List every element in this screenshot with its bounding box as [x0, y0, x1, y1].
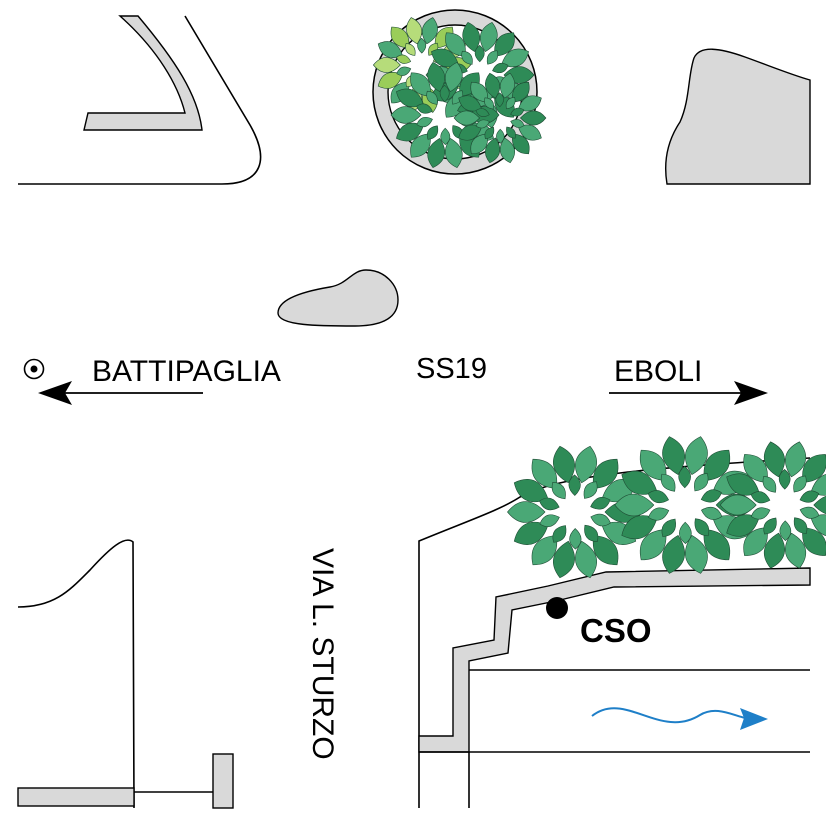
bottom-left-block — [17, 539, 234, 809]
top-left-block — [18, 15, 262, 185]
tree-icon — [614, 436, 756, 574]
block-trees — [507, 436, 826, 579]
roundabout-trees — [373, 17, 547, 169]
island-top-right — [664, 48, 811, 185]
roundabout — [372, 9, 547, 175]
arrow-right-icon — [609, 381, 768, 405]
label-battipaglia: BATTIPAGLIA — [92, 355, 281, 388]
island-center — [277, 269, 399, 327]
tree-icon — [719, 441, 826, 569]
point-marker-icon — [546, 597, 568, 619]
label-via-sturzo: VIA L. STURZO — [306, 548, 339, 760]
label-eboli: EBOLI — [614, 355, 702, 388]
label-cso: CSO — [580, 612, 652, 649]
target-icon — [23, 358, 45, 380]
flow-arrow-icon — [591, 707, 768, 730]
arrow-left-icon — [38, 381, 203, 405]
tree-icon — [453, 72, 547, 164]
label-ss19: SS19 — [416, 353, 487, 385]
bottom-right-block — [418, 436, 826, 808]
